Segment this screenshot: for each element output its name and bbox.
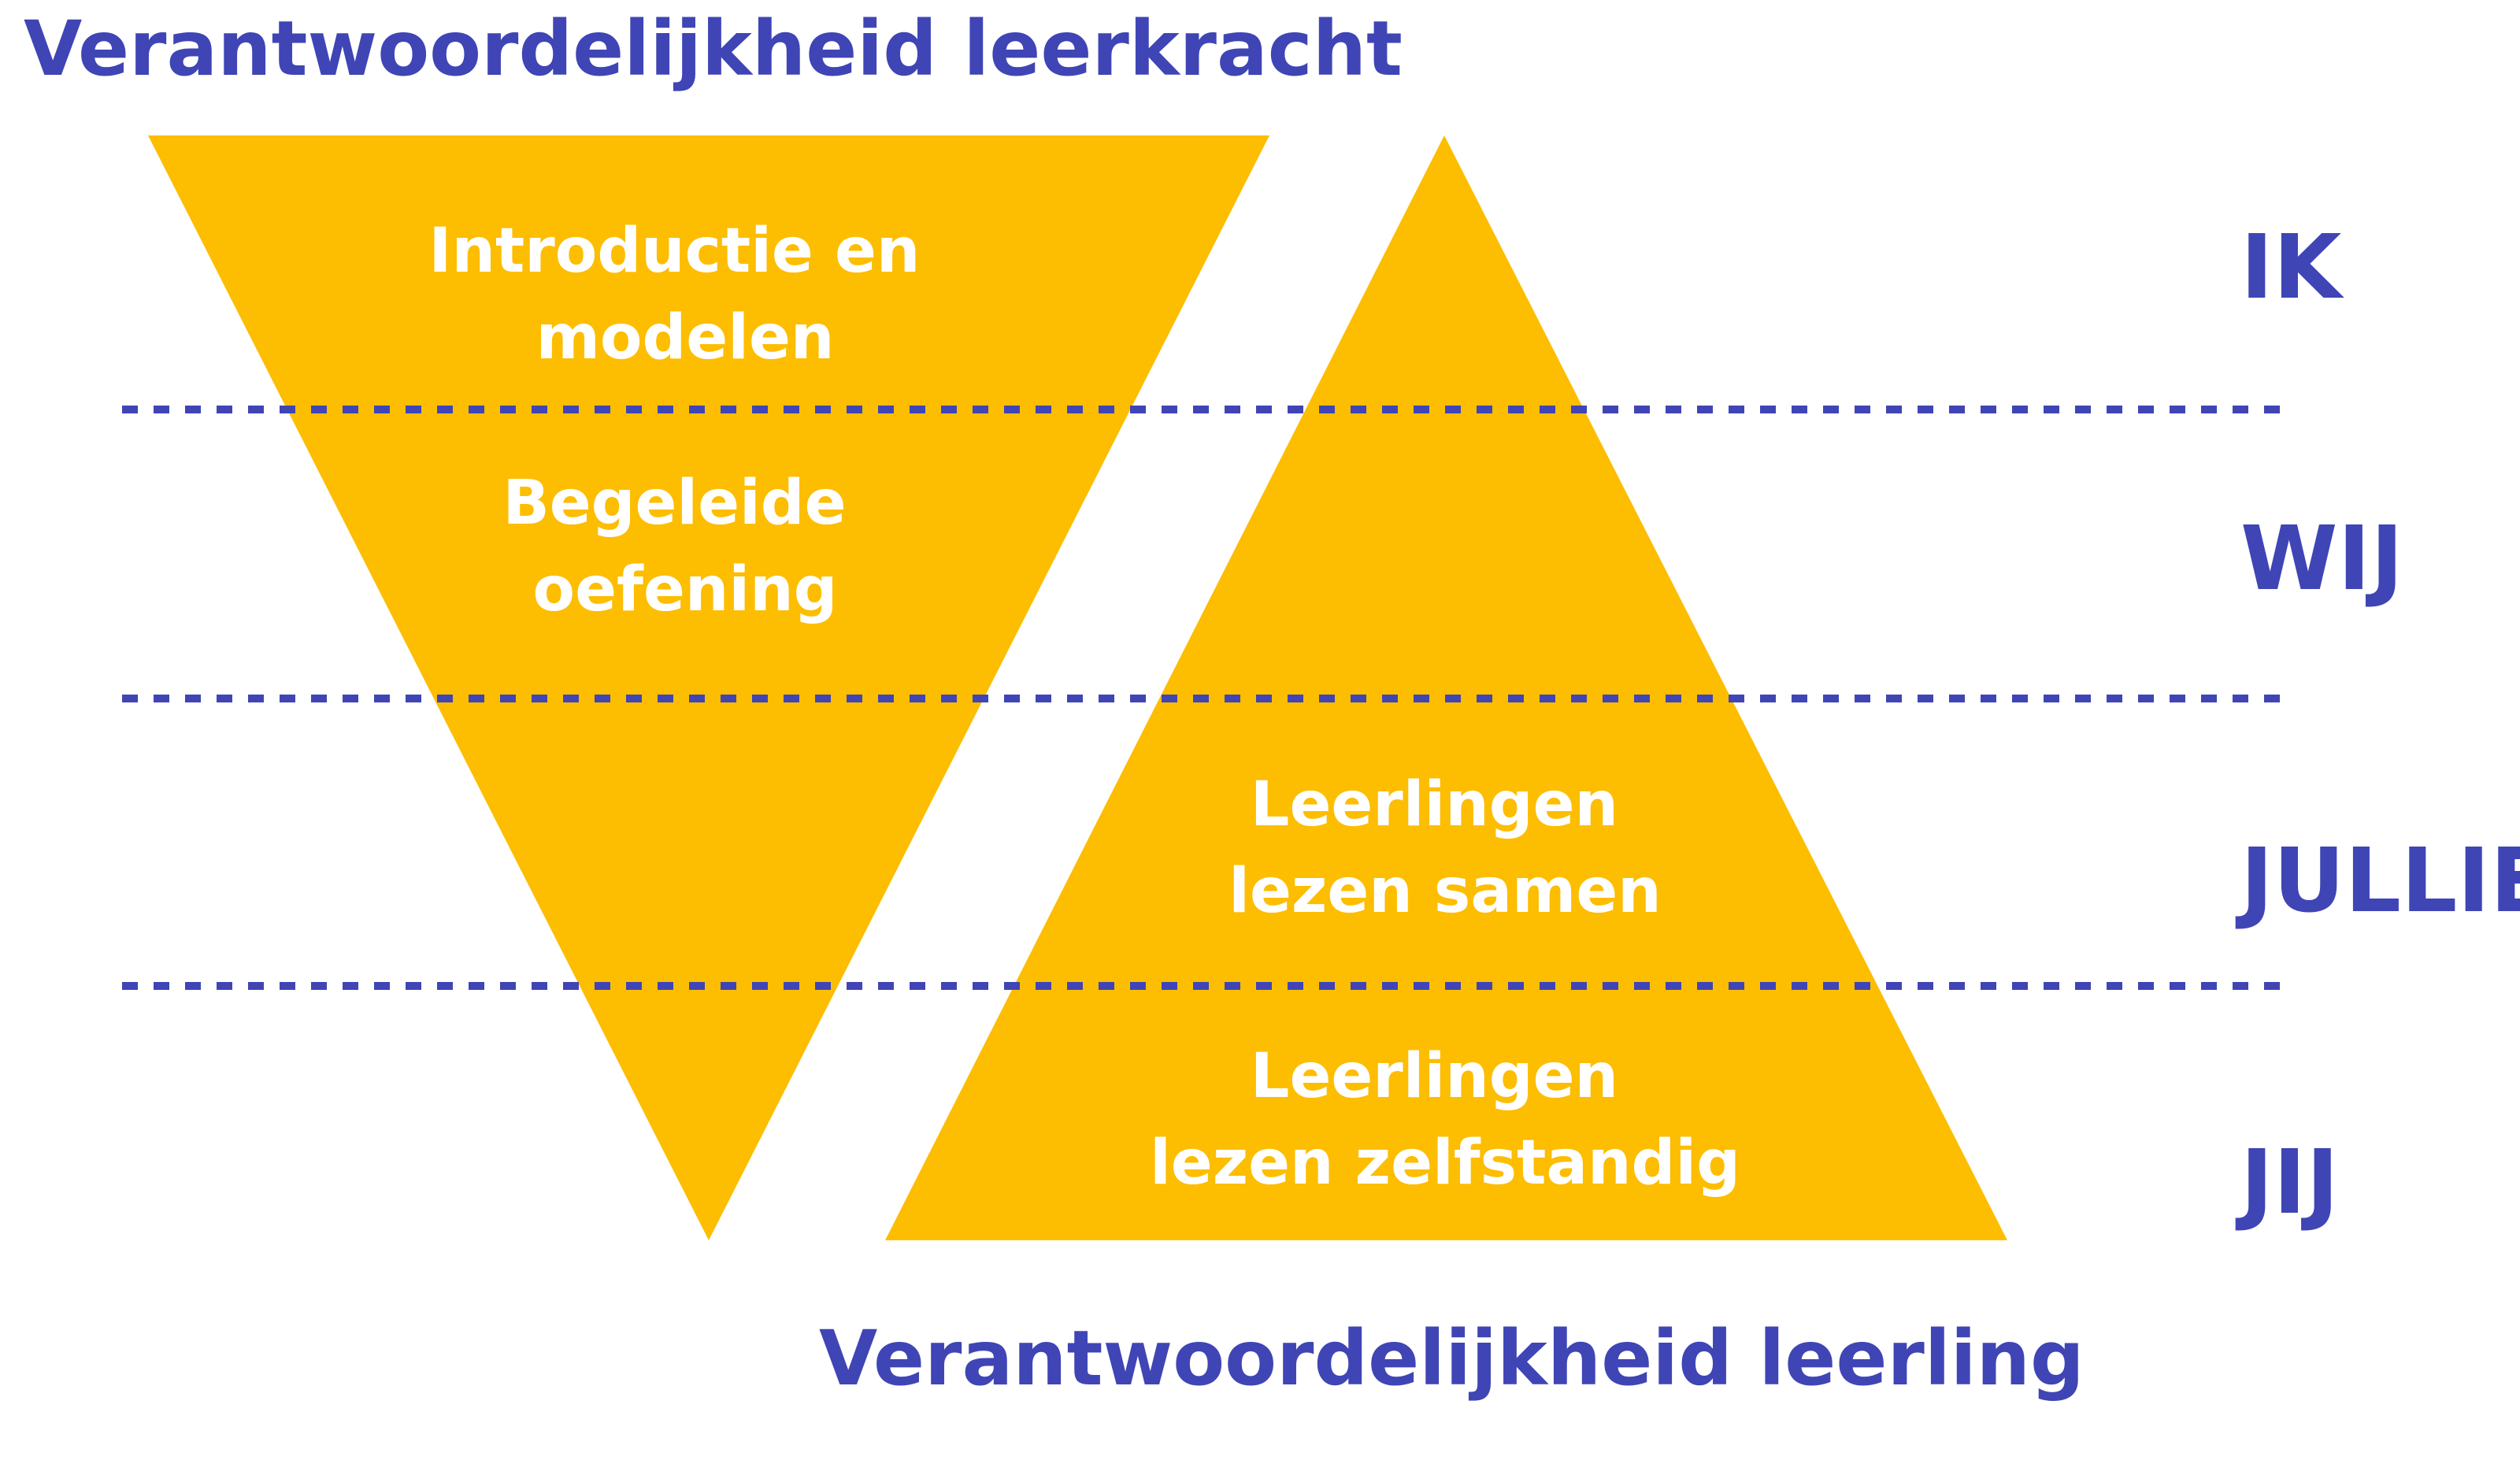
stage-label-jullie: JULLIE [2235,830,2520,932]
teacher-block-guided-practice-line-2: oefening [533,554,838,625]
student-block-read-together-line-2: lezen samen [1228,856,1661,927]
stage-label-wij: WIJ [2240,508,2403,610]
teacher-responsibility-triangle [148,135,1269,1240]
teacher-block-guided-practice-line-1: Begeleide [502,468,846,539]
student-responsibility-title: Verantwoordelijkheid leerling [819,1314,2085,1403]
stage-label-jij: JIJ [2235,1132,2339,1234]
teacher-block-introduction: Introductie en modelen [428,216,941,373]
student-block-read-together: Leerlingen lezen samen [1228,769,1661,927]
student-block-read-together-line-1: Leerlingen [1251,769,1618,840]
teacher-block-guided-practice: Begeleide oefening [502,468,867,625]
teacher-block-introduction-line-1: Introductie en [428,216,920,287]
student-block-read-independently: Leerlingen lezen zelfstandig [1150,1041,1740,1199]
student-block-read-independently-line-2: lezen zelfstandig [1150,1128,1740,1199]
teacher-responsibility-title: Verantwoordelijkheid leerkracht [24,5,1403,93]
student-block-read-independently-line-1: Leerlingen [1251,1041,1618,1112]
student-responsibility-triangle [885,135,2007,1240]
teacher-block-introduction-line-2: modelen [536,302,835,373]
stage-label-ik: IK [2240,217,2345,319]
